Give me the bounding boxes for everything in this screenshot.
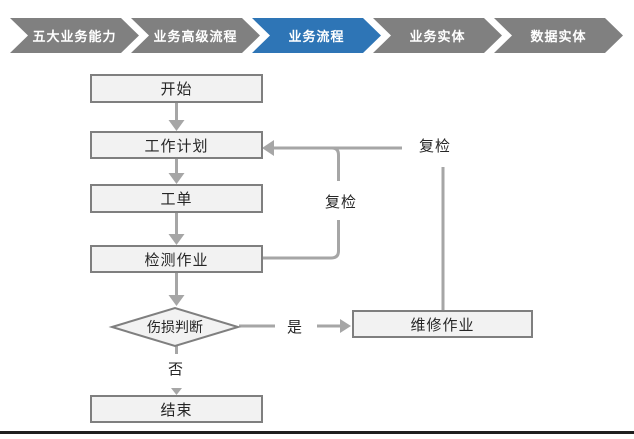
- node-damage-decision-label: 伤损判断: [147, 319, 203, 335]
- node-start: 开始: [90, 74, 263, 103]
- node-end: 结束: [90, 395, 263, 423]
- tab-five-business-capabilities[interactable]: 五大业务能力: [10, 18, 139, 53]
- node-inspection: 检测作业: [90, 245, 263, 273]
- tab-label: 数据实体: [530, 29, 587, 44]
- tab-business-process-active[interactable]: 业务流程: [252, 18, 381, 53]
- edge-workorder-to-inspection: [168, 213, 185, 245]
- slide-frame-bottom-line: [0, 431, 634, 434]
- tab-label: 业务流程: [288, 29, 345, 44]
- edge-recheck-outer-repair-to-workplan: [262, 140, 445, 310]
- edge-start-to-workplan: [168, 103, 185, 131]
- edge-inspection-to-decision: [168, 273, 185, 306]
- tab-business-entity[interactable]: 业务实体: [373, 18, 502, 53]
- tab-label: 五大业务能力: [32, 29, 117, 44]
- tab-label: 业务高级流程: [153, 29, 238, 44]
- edge-workplan-to-workorder: [168, 159, 185, 184]
- edge-label-no: 否: [160, 357, 192, 379]
- edge-label-yes: 是: [280, 315, 310, 337]
- tab-label: 业务实体: [409, 29, 466, 44]
- tab-business-highlevel-process[interactable]: 业务高级流程: [131, 18, 260, 53]
- node-work-order: 工单: [90, 184, 263, 213]
- node-repair: 维修作业: [352, 310, 533, 338]
- edge-label-recheck-outer: 复检: [411, 134, 459, 156]
- tab-data-entity[interactable]: 数据实体: [494, 18, 623, 53]
- node-work-plan: 工作计划: [90, 131, 263, 159]
- edge-label-recheck-inner: 复检: [317, 190, 365, 212]
